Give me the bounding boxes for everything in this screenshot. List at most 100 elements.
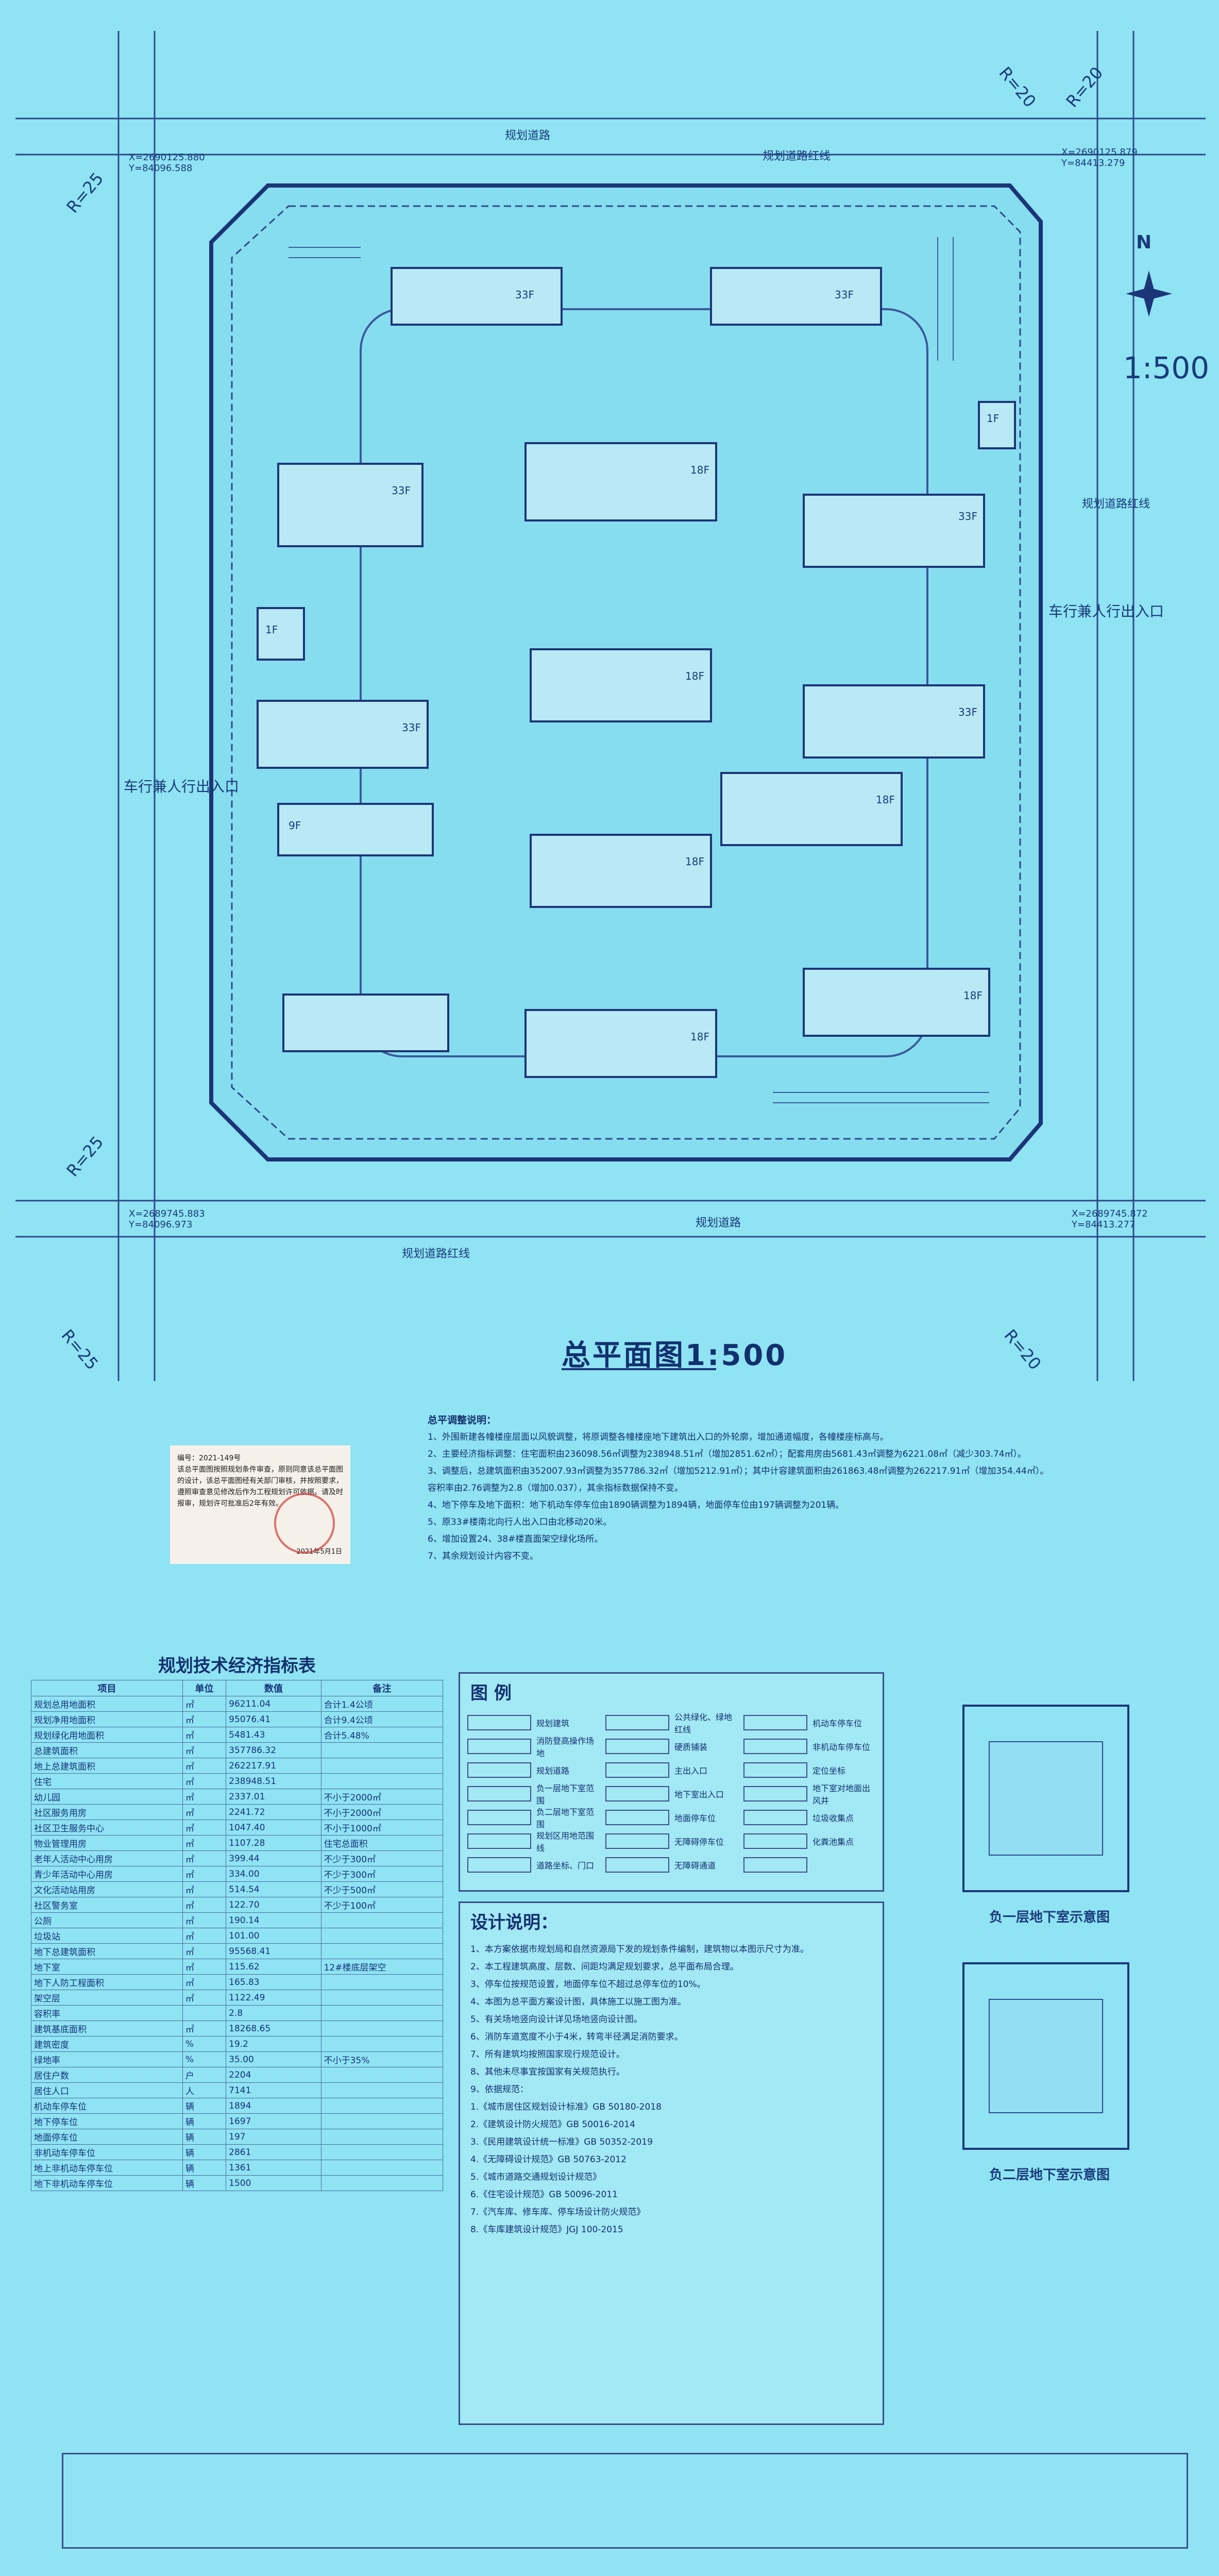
table-cell — [320, 1773, 444, 1789]
table-cell: 辆 — [182, 2144, 227, 2160]
design-note-line: 5.《城市道路交通规划设计规范》 — [470, 2172, 602, 2182]
building-tag: 18F — [690, 464, 709, 476]
coord-top-left: X=2690125.880 Y=84096.588 — [129, 152, 205, 174]
legend-symbol-icon — [743, 1833, 807, 1849]
legend-item: 规划建筑 — [467, 1712, 599, 1733]
table-cell: 合计1.4公顷 — [320, 1696, 444, 1712]
table-cell: 1047.40 — [226, 1820, 321, 1836]
table-header-row: 项目 单位 数值 备注 — [31, 1680, 444, 1696]
table-cell: 不小于2000㎡ — [320, 1804, 444, 1820]
legend-label: 地面停车位 — [674, 1813, 716, 1823]
legend-label: 定位坐标 — [812, 1766, 846, 1776]
table-cell: 262217.91 — [226, 1758, 321, 1774]
plan-title: 总平面图1:500 — [562, 1339, 788, 1372]
design-note-line: 7、所有建筑均按照国家现行规范设计。 — [470, 2049, 625, 2060]
legend-label: 规划建筑 — [536, 1719, 570, 1728]
legend-item: 公共绿化、绿地红线 — [605, 1712, 737, 1735]
table-cell — [320, 2021, 444, 2036]
table-cell — [320, 1990, 444, 2006]
legend-grid: 规划建筑公共绿化、绿地红线机动车停车位消防登高操作场地硬质铺装非机动车停车位规划… — [460, 1707, 883, 1880]
legend-item: 主出入口 — [605, 1760, 737, 1780]
table-cell: 101.00 — [226, 1928, 321, 1944]
legend-symbol-icon — [467, 1762, 531, 1778]
table-cell: 122.70 — [226, 1897, 321, 1913]
legend-label: 无障碍停车位 — [674, 1837, 724, 1847]
legend-symbol-icon — [605, 1857, 669, 1873]
legend-label: 非机动车停车位 — [812, 1742, 871, 1752]
legend-label: 公共绿化、绿地红线 — [674, 1712, 733, 1735]
table-cell — [320, 2098, 444, 2114]
road-lines — [15, 31, 1206, 1381]
legend-symbol-icon — [743, 1739, 807, 1754]
table-cell — [320, 2005, 444, 2021]
table-cell — [320, 2129, 444, 2145]
building-tag: 1F — [987, 412, 1000, 425]
legend-symbol-icon — [743, 1810, 807, 1825]
legend-symbol-icon — [605, 1833, 669, 1849]
table-cell: 建筑密度 — [31, 2036, 183, 2052]
table-cell: ㎡ — [182, 1758, 227, 1774]
redline-label-top: 规划道路红线 — [763, 150, 831, 163]
legend-symbol-icon — [467, 1739, 531, 1754]
design-note-line: 3、停车位按规范设置，地面停车位不超过总停车位的10%。 — [470, 1979, 706, 1990]
legend-item: 化粪池集点 — [743, 1831, 875, 1851]
legend-item: 地下室对地面出风井 — [743, 1783, 875, 1806]
legend-label: 机动车停车位 — [812, 1719, 862, 1728]
table-cell: ㎡ — [182, 1959, 227, 1975]
table-cell: % — [182, 2036, 227, 2052]
table-row: 建筑密度%19.2 — [31, 2036, 444, 2052]
table-cell: 不小于35% — [320, 2051, 444, 2067]
table-cell: 地下非机动车停车位 — [31, 2175, 183, 2191]
entrance-right-label: 车行兼人行出入口 — [1048, 603, 1164, 620]
table-cell: 幼儿园 — [31, 1789, 183, 1805]
building-tag: 33F — [958, 706, 977, 718]
legend-label: 主出入口 — [674, 1766, 708, 1776]
table-cell: 规划净用地面积 — [31, 1711, 183, 1727]
table-cell: 地上非机动车停车位 — [31, 2160, 183, 2176]
table-cell: 合计9.4公顷 — [320, 1711, 444, 1727]
table-cell: 2.8 — [226, 2005, 321, 2021]
table-cell: 238948.51 — [226, 1773, 321, 1789]
table-cell: 不少于300㎡ — [320, 1850, 444, 1866]
table-cell: 地下停车位 — [31, 2113, 183, 2129]
basement-b2-label: 负二层地下室示意图 — [989, 2167, 1110, 2183]
table-cell — [320, 2144, 444, 2160]
table-cell: ㎡ — [182, 1742, 227, 1758]
table-cell: 辆 — [182, 2098, 227, 2114]
table-cell: 96211.04 — [226, 1696, 321, 1712]
legend-label: 规划区用地范围线 — [536, 1831, 595, 1853]
table-cell — [320, 1742, 444, 1758]
building-tag: 18F — [685, 855, 704, 868]
legend-item: 定位坐标 — [743, 1760, 875, 1780]
table-cell: 190.14 — [226, 1912, 321, 1928]
table-cell: ㎡ — [182, 1928, 227, 1944]
legend-label: 化粪池集点 — [812, 1837, 854, 1847]
table-cell: ㎡ — [182, 1897, 227, 1913]
building-tag: 18F — [876, 794, 895, 806]
table-cell: 社区警务室 — [31, 1897, 183, 1913]
legend-item: 无障碍通道 — [605, 1855, 737, 1875]
legend-label: 负一层地下室范围 — [536, 1783, 595, 1806]
table-cell: ㎡ — [182, 1850, 227, 1866]
legend-item: 规划道路 — [467, 1760, 599, 1780]
adjustment-note-line: 1、外围新建各幢楼座层面以风貌调整，将原调整各幢楼座地下建筑出入口的外轮廓，增加… — [428, 1432, 889, 1442]
design-note-line: 1、本方案依据市规划局和自然资源局下发的规划条件编制，建筑物以本图示尺寸为准。 — [470, 1944, 809, 1955]
coord-top-right: X=2690125.879 Y=84413.279 — [1061, 147, 1138, 169]
table-cell: % — [182, 2051, 227, 2067]
legend-symbol-icon — [605, 1715, 669, 1730]
table-cell: 95076.41 — [226, 1711, 321, 1727]
table-cell — [320, 2160, 444, 2176]
design-note-line: 1.《城市居住区规划设计标准》GB 50180-2018 — [470, 2102, 662, 2112]
